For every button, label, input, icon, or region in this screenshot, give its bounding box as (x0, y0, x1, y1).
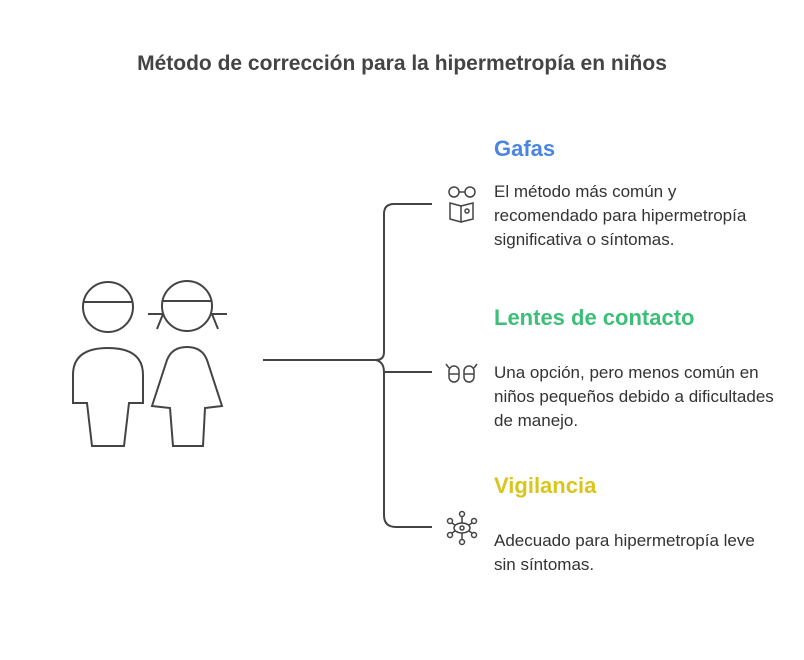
contact-lenses-icon (445, 363, 478, 383)
diagram-title: Método de corrección para la hipermetrop… (137, 52, 667, 75)
eye-network-icon (446, 510, 478, 546)
heading-gafas: Gafas (494, 136, 556, 161)
glasses-book-icon (448, 186, 476, 223)
heading-vigilancia: Vigilancia (494, 473, 597, 498)
description-lentes-de-contacto: Una opción, pero menos común en niños pe… (494, 363, 774, 430)
heading-lentes-de-contacto: Lentes de contacto (494, 305, 695, 330)
connector-lines (263, 203, 432, 528)
description-vigilancia: Adecuado para hipermetropía leve sin sín… (494, 531, 755, 574)
children-icon (72, 280, 227, 447)
description-gafas: El método más común y recomendado para h… (494, 182, 747, 249)
